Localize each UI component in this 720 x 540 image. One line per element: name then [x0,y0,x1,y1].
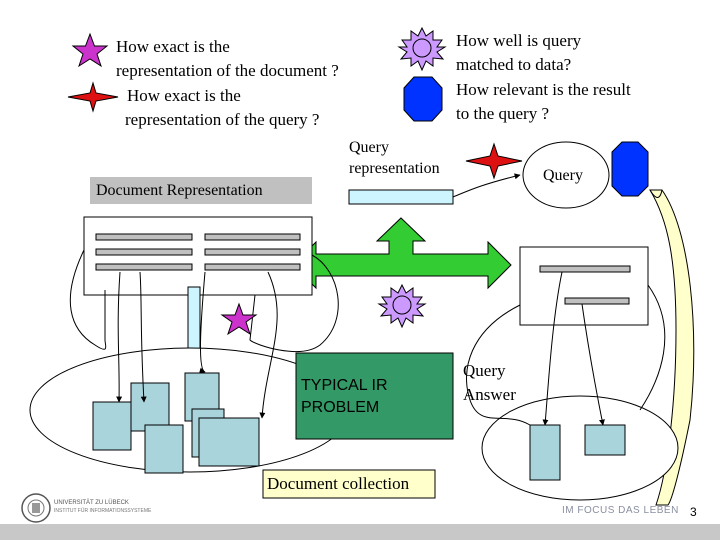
query-circle [522,141,610,209]
query-representation-label-1: Query [349,139,389,156]
document-collection-label-bg [262,469,436,499]
page-number: 3 [690,505,697,519]
document-collection-docs [92,372,260,474]
doc-question-line-1: How exact is the [116,37,230,56]
query-label: Query [543,167,583,184]
query-octagon-blue-icon [611,141,649,197]
typical-ir-label-1: TYPICAL IR [301,377,388,394]
pointer-bar [187,286,201,354]
match-question-line-1: How well is query [456,31,582,50]
footer-bar [0,524,720,540]
query-answer-label-2: Answer [463,385,516,404]
query-representation-box [348,189,454,205]
sun-icon [397,26,447,72]
document-representation-box [83,216,313,296]
query-representation-label-2: representation [349,160,440,177]
query-question-line-2: representation of the query ? [125,110,320,129]
green-arrow [292,217,512,290]
star-red-icon [67,81,119,113]
university-seal-icon [21,493,51,523]
document-index-bars [95,233,301,271]
sun-center-icon [377,283,427,329]
document-representation-label: Document Representation [96,182,263,199]
query-question-line-1: How exact is the [127,86,241,105]
star-magenta-icon [71,32,109,68]
typical-ir-label-2: PROBLEM [301,399,380,416]
doc-question-line-2: representation of the document ? [116,61,339,80]
university-name-line-1: UNIVERSITÄT ZU LÜBECK [54,500,129,506]
octagon-blue-icon [403,76,443,122]
typical-ir-problem-box [295,352,454,440]
query-star-red-icon [465,142,523,180]
match-question-line-4: to the query ? [456,104,549,123]
middle-star-magenta-icon [220,302,258,336]
query-answer-ellipse [481,395,679,501]
left-loop [69,249,107,350]
match-question-line-3: How relevant is the result [456,80,631,99]
index-arrows [116,271,278,419]
university-name-line-2: INSTITUT FÜR INFORMATIONSSYSTEME [54,508,152,514]
document-collection-label: Document collection [267,474,410,493]
yellow-ribbon [649,189,695,506]
match-question-line-2: matched to data? [456,55,572,74]
footer-slogan: IM FOCUS DAS LEBEN [562,505,679,516]
document-representation-bg [90,177,312,204]
query-answer-label-1: Query [463,361,506,380]
query-answer-index-box [519,246,649,326]
